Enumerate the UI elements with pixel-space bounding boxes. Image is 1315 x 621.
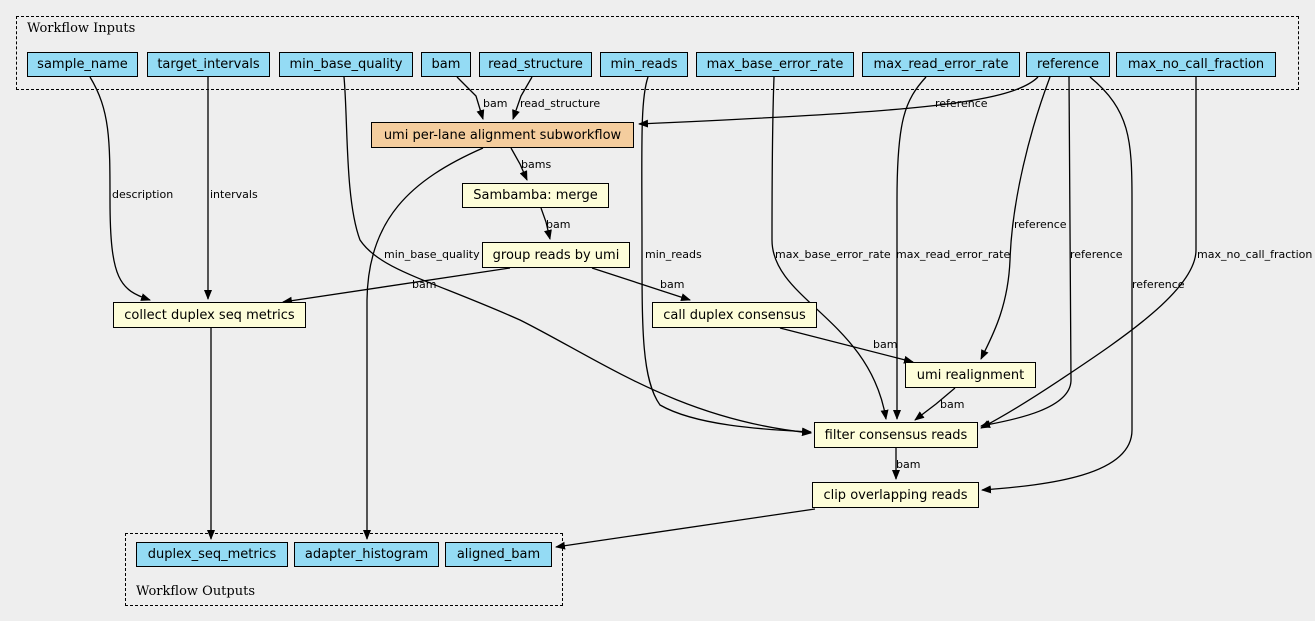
input-bam[interactable]: bam <box>421 52 471 77</box>
step-collect-duplex-seq-metrics[interactable]: collect duplex seq metrics <box>113 302 306 328</box>
output-adapter-histogram[interactable]: adapter_histogram <box>294 542 439 567</box>
edge-reference-to-umi-realignment <box>980 76 1051 360</box>
edge-label-sambamba-merge-to-group-reads: bam <box>546 218 570 231</box>
edge-max-no-call-fraction-to-filter-reads <box>980 77 1197 429</box>
input-min-base-quality[interactable]: min_base_quality <box>279 52 413 77</box>
edge-label-max-no-call-fraction-to-filter-reads: max_no_call_fraction <box>1197 248 1312 261</box>
edge-group-reads-to-call-consensus <box>591 267 691 302</box>
edge-call-consensus-to-umi-realignment <box>779 327 914 364</box>
step-sambamba-merge[interactable]: Sambamba: merge <box>462 183 609 208</box>
edge-label-reference-to-clip-reads: reference <box>1132 278 1185 291</box>
edge-bam-to-umi-alignment <box>456 76 485 120</box>
edge-label-max-read-error-rate-to-filter-reads: max_read_error_rate <box>896 248 1010 261</box>
edge-label-filter-reads-to-clip-reads: bam <box>896 458 920 471</box>
step-clip-overlapping-reads[interactable]: clip overlapping reads <box>812 482 979 508</box>
edge-min-base-quality-to-filter-reads <box>343 76 812 437</box>
workflow-inputs-label: Workflow Inputs <box>27 21 136 36</box>
edge-label-max-base-error-rate-to-filter-reads: max_base_error_rate <box>775 248 891 261</box>
edge-label-bam-to-umi-alignment: bam <box>483 97 507 110</box>
input-max-base-error-rate[interactable]: max_base_error_rate <box>696 52 854 77</box>
edge-umi-realignment-to-filter-reads <box>914 387 956 421</box>
edge-read-structure-to-umi-alignment <box>512 76 533 120</box>
edge-umi-alignment-to-sambamba-merge <box>510 147 528 181</box>
step-call-duplex-consensus[interactable]: call duplex consensus <box>652 302 817 328</box>
edge-reference-to-filter-reads <box>980 76 1072 429</box>
step-umi-realignment[interactable]: umi realignment <box>905 362 1036 388</box>
edge-label-target-intervals-to-collect-metrics: intervals <box>210 188 258 201</box>
edge-label-call-consensus-to-umi-realignment: bam <box>873 338 897 351</box>
edge-sample-name-to-collect-metrics <box>89 76 151 301</box>
edge-max-read-error-rate-to-filter-reads <box>893 76 927 420</box>
edge-umi-alignment-to-adapter-histogram <box>363 147 484 540</box>
edge-reference-to-clip-reads <box>981 76 1133 494</box>
workflow-outputs-label: Workflow Outputs <box>136 584 255 599</box>
workflow-inputs-cluster: Workflow Inputs <box>16 16 1299 90</box>
input-max-no-call-fraction[interactable]: max_no_call_fraction <box>1116 52 1276 77</box>
output-duplex-seq-metrics[interactable]: duplex_seq_metrics <box>136 542 288 567</box>
edge-label-reference-to-umi-realignment: reference <box>1014 218 1067 231</box>
edge-label-reference-to-umi-alignment: reference <box>935 97 988 110</box>
output-aligned-bam[interactable]: aligned_bam <box>445 542 552 567</box>
input-target-intervals[interactable]: target_intervals <box>147 52 270 77</box>
edge-label-umi-alignment-to-sambamba-merge: bams <box>521 158 551 171</box>
step-filter-consensus-reads[interactable]: filter consensus reads <box>814 422 978 448</box>
workflow-outputs-cluster: Workflow Outputs <box>125 533 563 606</box>
edge-label-group-reads-to-collect-metrics: bam <box>412 278 436 291</box>
edge-min-reads-to-filter-reads <box>641 76 812 436</box>
edge-group-reads-to-collect-metrics <box>282 267 511 305</box>
step-group-reads-by-umi[interactable]: group reads by umi <box>482 242 630 268</box>
edge-label-umi-realignment-to-filter-reads: bam <box>940 398 964 411</box>
edge-clip-reads-to-aligned-bam <box>555 508 816 550</box>
edge-label-min-base-quality-to-filter-reads: min_base_quality <box>384 248 480 261</box>
edge-label-min-reads-to-filter-reads: min_reads <box>645 248 702 261</box>
edge-sambamba-merge-to-group-reads <box>540 207 552 240</box>
input-read-structure[interactable]: read_structure <box>479 52 592 77</box>
edge-label-read-structure-to-umi-alignment: read_structure <box>520 97 600 110</box>
edge-label-group-reads-to-call-consensus: bam <box>660 278 684 291</box>
step-umi-alignment-subworkflow[interactable]: umi per-lane alignment subworkflow <box>371 122 634 148</box>
input-min-reads[interactable]: min_reads <box>600 52 688 77</box>
input-max-read-error-rate[interactable]: max_read_error_rate <box>862 52 1020 77</box>
edge-label-sample-name-to-collect-metrics: description <box>112 188 173 201</box>
edge-reference-to-umi-alignment <box>638 76 1039 128</box>
edge-max-base-error-rate-to-filter-reads <box>771 76 889 420</box>
edge-label-reference-to-filter-reads: reference <box>1070 248 1123 261</box>
input-reference[interactable]: reference <box>1026 52 1110 77</box>
input-sample-name[interactable]: sample_name <box>27 52 138 77</box>
